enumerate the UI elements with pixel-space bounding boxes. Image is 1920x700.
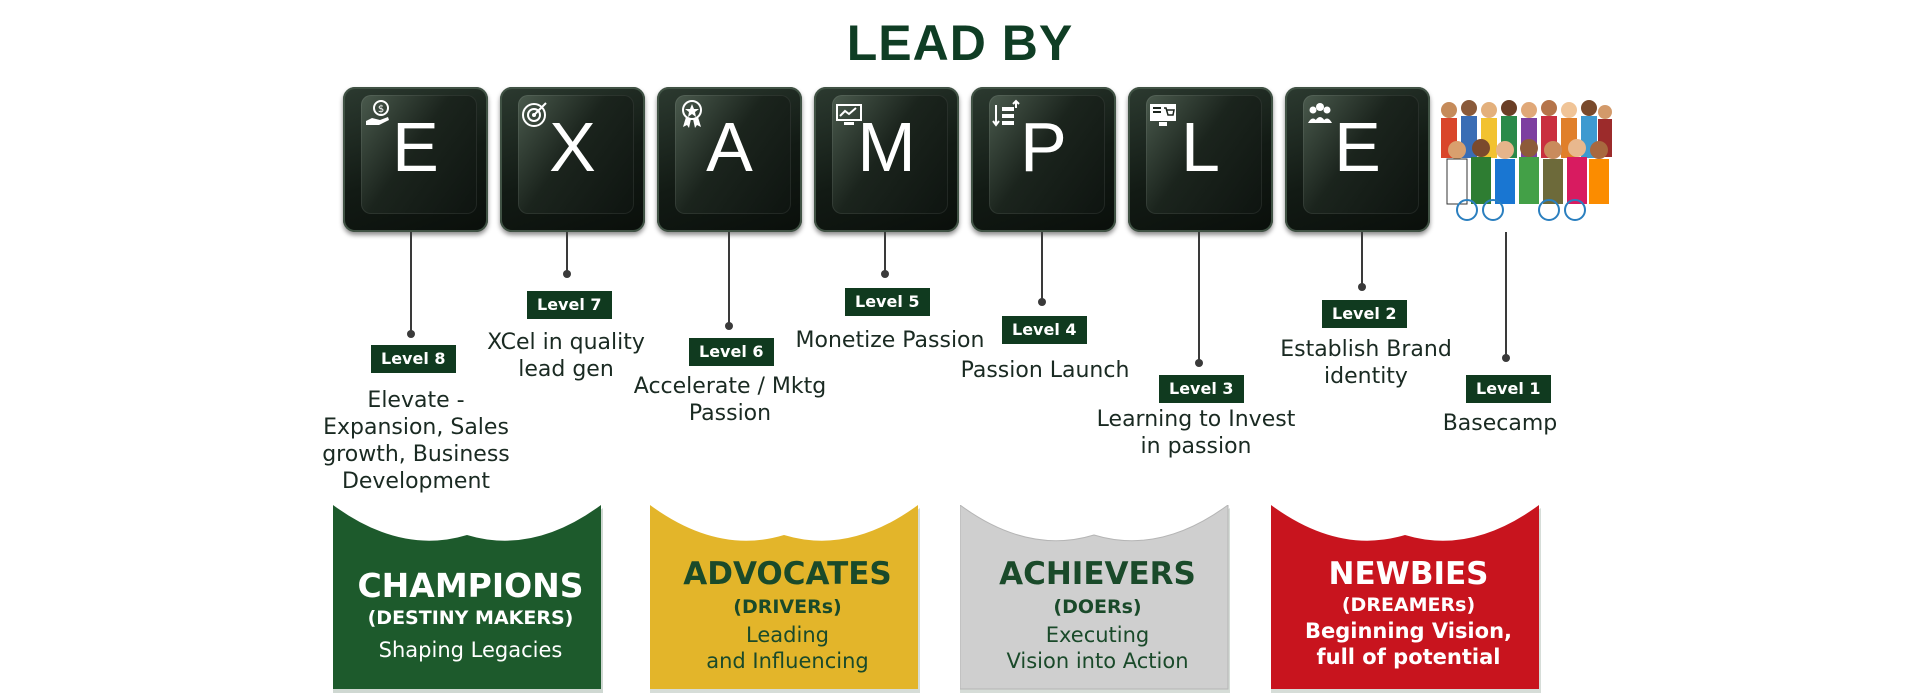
crowd-illustration	[1437, 98, 1612, 222]
connector-dot	[1502, 354, 1510, 362]
connector-line	[566, 232, 568, 274]
key-l: L	[1128, 87, 1273, 232]
banner-title: ADVOCATES	[683, 556, 892, 592]
banner-title: NEWBIES	[1328, 556, 1489, 592]
level-8-description: Elevate - Expansion, Sales growth, Busin…	[322, 388, 510, 494]
key-letter: M	[857, 108, 916, 186]
level-badge-8: Level 8	[371, 345, 456, 373]
monitor-cart-icon	[1150, 104, 1176, 126]
banner-title: CHAMPIONS	[357, 566, 584, 605]
svg-text:$: $	[378, 104, 384, 115]
key-e-1: $ E	[343, 87, 488, 232]
banner-line: Executing	[1045, 623, 1150, 647]
level-7-description: XCel in quality lead gen	[487, 330, 645, 382]
money-hand-icon: $	[366, 100, 389, 125]
connector-line	[410, 232, 412, 334]
connector-line	[1198, 232, 1200, 363]
connector-dot	[881, 270, 889, 278]
level-1-description: Basecamp	[1442, 411, 1558, 436]
level-4-description: Passion Launch	[960, 358, 1130, 383]
connector-line	[1361, 232, 1363, 287]
level-badge-2: Level 2	[1322, 300, 1407, 328]
page-title: LEAD BY	[846, 15, 1074, 71]
level-badge-1: Level 1	[1466, 375, 1551, 403]
level-6-description: Accelerate / Mktg Passion	[633, 374, 827, 426]
level-badge-3: Level 3	[1159, 375, 1244, 403]
banner-subtitle: (DESTINY MAKERS)	[367, 607, 574, 629]
level-badge-4: Level 4	[1002, 316, 1087, 344]
banner-line: full of potential	[1316, 645, 1501, 669]
key-x: X	[500, 87, 645, 232]
banner-advocates: ADVOCATES (DRIVERs) Leading and Influenc…	[650, 505, 925, 693]
key-p: P	[971, 87, 1116, 232]
key-a: A	[657, 87, 802, 232]
level-badge-7: Level 7	[527, 291, 612, 319]
banner-line: Shaping Legacies	[378, 638, 563, 662]
banner-line: Leading	[746, 623, 829, 647]
connector-line	[884, 232, 886, 274]
key-letter: E	[1334, 108, 1381, 186]
level-2-description: Establish Brand identity	[1280, 337, 1452, 389]
connector-line	[1041, 232, 1043, 302]
banner-title: ACHIEVERS	[999, 556, 1196, 592]
connector-line	[1505, 232, 1507, 358]
key-letter: P	[1020, 108, 1067, 186]
level-badge-6: Level 6	[689, 338, 774, 366]
level-3-description: Learning to Invest in passion	[1096, 407, 1296, 459]
connector-dot	[1038, 298, 1046, 306]
banner-achievers: ACHIEVERS (DOERs) Executing Vision into …	[960, 505, 1235, 693]
key-e-2: E	[1285, 87, 1430, 232]
key-letter: L	[1181, 108, 1220, 186]
connector-line	[728, 232, 730, 326]
key-letter: X	[549, 108, 596, 186]
level-5-description: Monetize Passion	[795, 328, 985, 353]
banner-subtitle: (DREAMERs)	[1341, 594, 1476, 616]
banner-champions: CHAMPIONS (DESTINY MAKERS) Shaping Legac…	[333, 505, 608, 693]
key-m: M	[814, 87, 959, 232]
connector-dot	[407, 330, 415, 338]
connector-dot	[563, 270, 571, 278]
key-letter: A	[706, 108, 753, 186]
sort-list-icon	[992, 99, 1020, 127]
connector-dot	[1358, 283, 1366, 291]
connector-dot	[1195, 359, 1203, 367]
level-badge-5: Level 5	[845, 288, 930, 316]
team-icon	[1308, 103, 1332, 123]
award-ribbon-icon	[682, 100, 702, 128]
banner-subtitle: (DRIVERs)	[733, 596, 842, 618]
banner-line: Beginning Vision,	[1304, 619, 1512, 643]
banner-line: Vision into Action	[1006, 649, 1189, 673]
key-letter: E	[392, 108, 439, 186]
banner-newbies: NEWBIES (DREAMERs) Beginning Vision, ful…	[1271, 505, 1546, 693]
target-icon	[522, 102, 547, 127]
banner-subtitle: (DOERs)	[1053, 596, 1142, 618]
banner-line: and Influencing	[706, 649, 869, 673]
computer-chart-icon	[836, 104, 862, 125]
connector-dot	[725, 322, 733, 330]
